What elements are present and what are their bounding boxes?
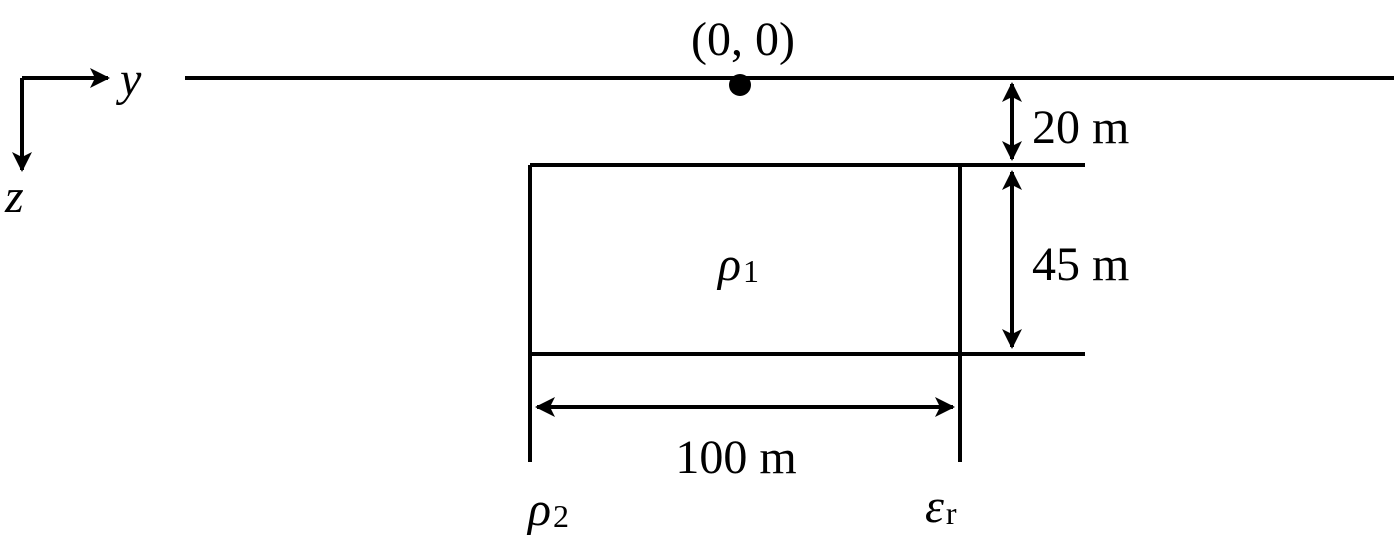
block-outline [528,163,1085,462]
axis-indicator: y z [4,53,142,223]
epsilon-r-label: εr [925,480,957,533]
width-dimension-label: 100 m [675,431,796,484]
origin-point [729,74,751,96]
rho1-label: ρ1 [716,238,759,291]
z-axis-label: z [4,170,24,223]
origin-label: (0, 0) [691,13,795,66]
rho2-label: ρ2 [526,483,569,536]
depth-dimension-label: 20 m [1032,101,1129,154]
thickness-dimension-label: 45 m [1032,238,1129,291]
y-axis-label: y [115,53,142,106]
